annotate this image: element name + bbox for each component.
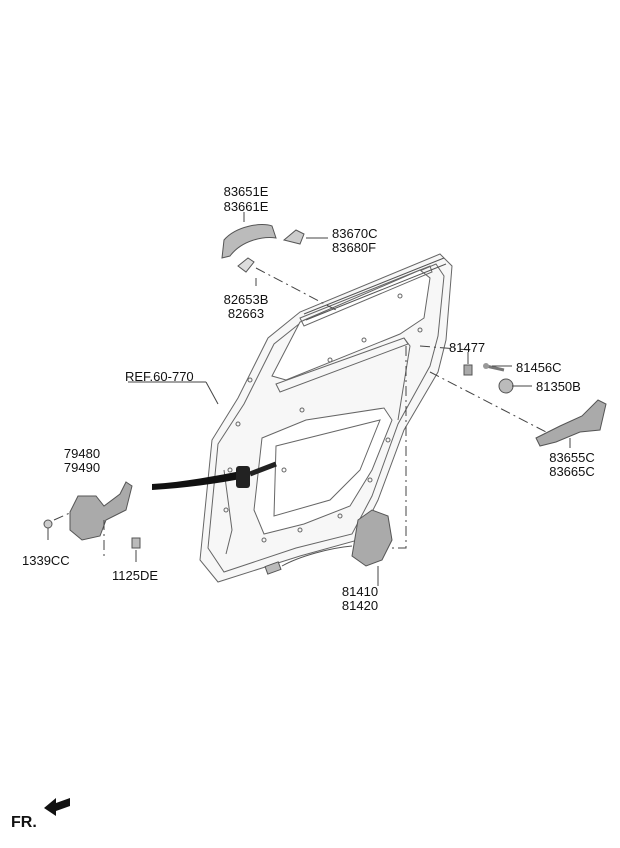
label-screw-small: 81456C (516, 360, 562, 375)
front-marker-label: FR. (11, 814, 37, 831)
label-handle-2: 83661E (223, 199, 269, 214)
outer-handle-base (535, 399, 607, 447)
window-channel (303, 257, 447, 321)
handle-pad (237, 257, 255, 273)
bolt-1125DE (131, 537, 141, 549)
screw-81456C (483, 363, 505, 372)
front-arrow-icon (44, 798, 70, 816)
dash-dot-lines (53, 267, 547, 556)
handle-cap (282, 229, 305, 245)
grommet-81477 (463, 364, 473, 376)
door-panel (199, 253, 453, 583)
label-checker-2: 79490 (63, 460, 101, 475)
label-checker-1: 79480 (63, 446, 101, 461)
nut-1339CC (43, 519, 53, 529)
label-latch-2: 81420 (341, 598, 379, 613)
label-cap-1: 83670C (332, 226, 378, 241)
outside-handle (221, 224, 277, 259)
label-grommet: 81477 (449, 340, 486, 355)
label-cap-2: 83680F (332, 240, 377, 255)
label-outer-base-2: 83665C (549, 464, 595, 479)
key-cylinder (498, 378, 514, 394)
door-checker-strap (152, 461, 277, 490)
label-outer-base-1: 83655C (549, 450, 595, 465)
label-nut: 1339CC (22, 553, 70, 568)
label-cylinder: 81350B (536, 379, 581, 394)
label-bolt: 1125DE (112, 568, 159, 583)
label-ref: REF.60-770 (125, 369, 194, 384)
leader-lines (47, 212, 571, 586)
label-pad-1: 82653B (223, 292, 269, 307)
label-latch-1: 81410 (341, 584, 379, 599)
door-checker (69, 481, 133, 541)
door-latch (264, 509, 393, 575)
label-handle-1: 83651E (223, 184, 269, 199)
label-pad-2: 82663 (227, 306, 265, 321)
